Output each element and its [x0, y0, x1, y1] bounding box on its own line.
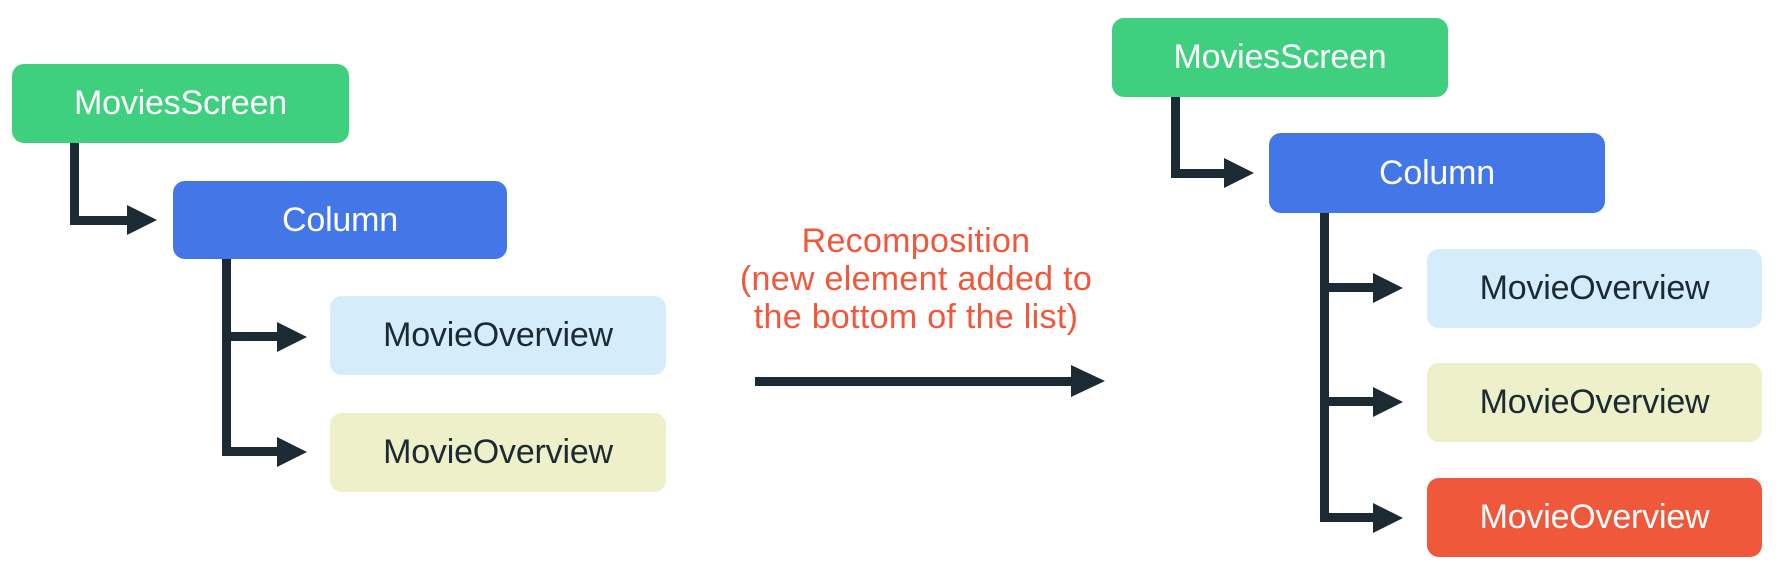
left-root-arrowhead-icon [127, 205, 157, 235]
left-tree-column-node: Column [173, 181, 507, 259]
annotation-line2: (new element added to [739, 260, 1093, 298]
right-branch2-line [1320, 397, 1374, 406]
right-branch3-line [1320, 513, 1374, 522]
recomposition-arrow-shaft [755, 377, 1072, 386]
right-branch1-arrowhead-icon [1373, 273, 1403, 303]
right-tree-movieoverview2-node: MovieOverview [1427, 363, 1762, 442]
annotation-line3: the bottom of the list) [753, 298, 1079, 336]
left-tree-root-node: MoviesScreen [12, 64, 349, 143]
left-root-elbow-horizontal-line [70, 216, 128, 225]
right-column-trunk-line [1320, 213, 1329, 522]
right-tree-root-node: MoviesScreen [1112, 18, 1448, 97]
right-branch3-arrowhead-icon [1373, 503, 1403, 533]
left-tree-movieoverview2-node: MovieOverview [330, 413, 666, 492]
annotation-line1: Recomposition [801, 222, 1031, 260]
left-branch2-arrowhead-icon [277, 437, 307, 467]
left-branch2-line [222, 447, 278, 456]
right-branch2-arrowhead-icon [1373, 387, 1403, 417]
right-tree-column-node: Column [1269, 133, 1605, 213]
left-branch1-arrowhead-icon [277, 322, 307, 352]
right-root-elbow-vertical-line [1171, 97, 1180, 178]
right-tree-movieoverview3-new-node: MovieOverview [1427, 478, 1762, 557]
right-tree-movieoverview1-node: MovieOverview [1427, 249, 1762, 328]
right-root-arrowhead-icon [1224, 158, 1254, 188]
right-root-elbow-horizontal-line [1171, 169, 1225, 178]
left-column-trunk-line [222, 259, 231, 456]
recomposition-annotation: Recomposition (new element added to the … [735, 222, 1097, 336]
left-tree-movieoverview1-node: MovieOverview [330, 296, 666, 375]
left-root-elbow-vertical-line [70, 143, 79, 224]
recomposition-arrowhead-icon [1071, 365, 1105, 397]
right-branch1-line [1320, 283, 1374, 292]
left-branch1-line [222, 332, 278, 341]
